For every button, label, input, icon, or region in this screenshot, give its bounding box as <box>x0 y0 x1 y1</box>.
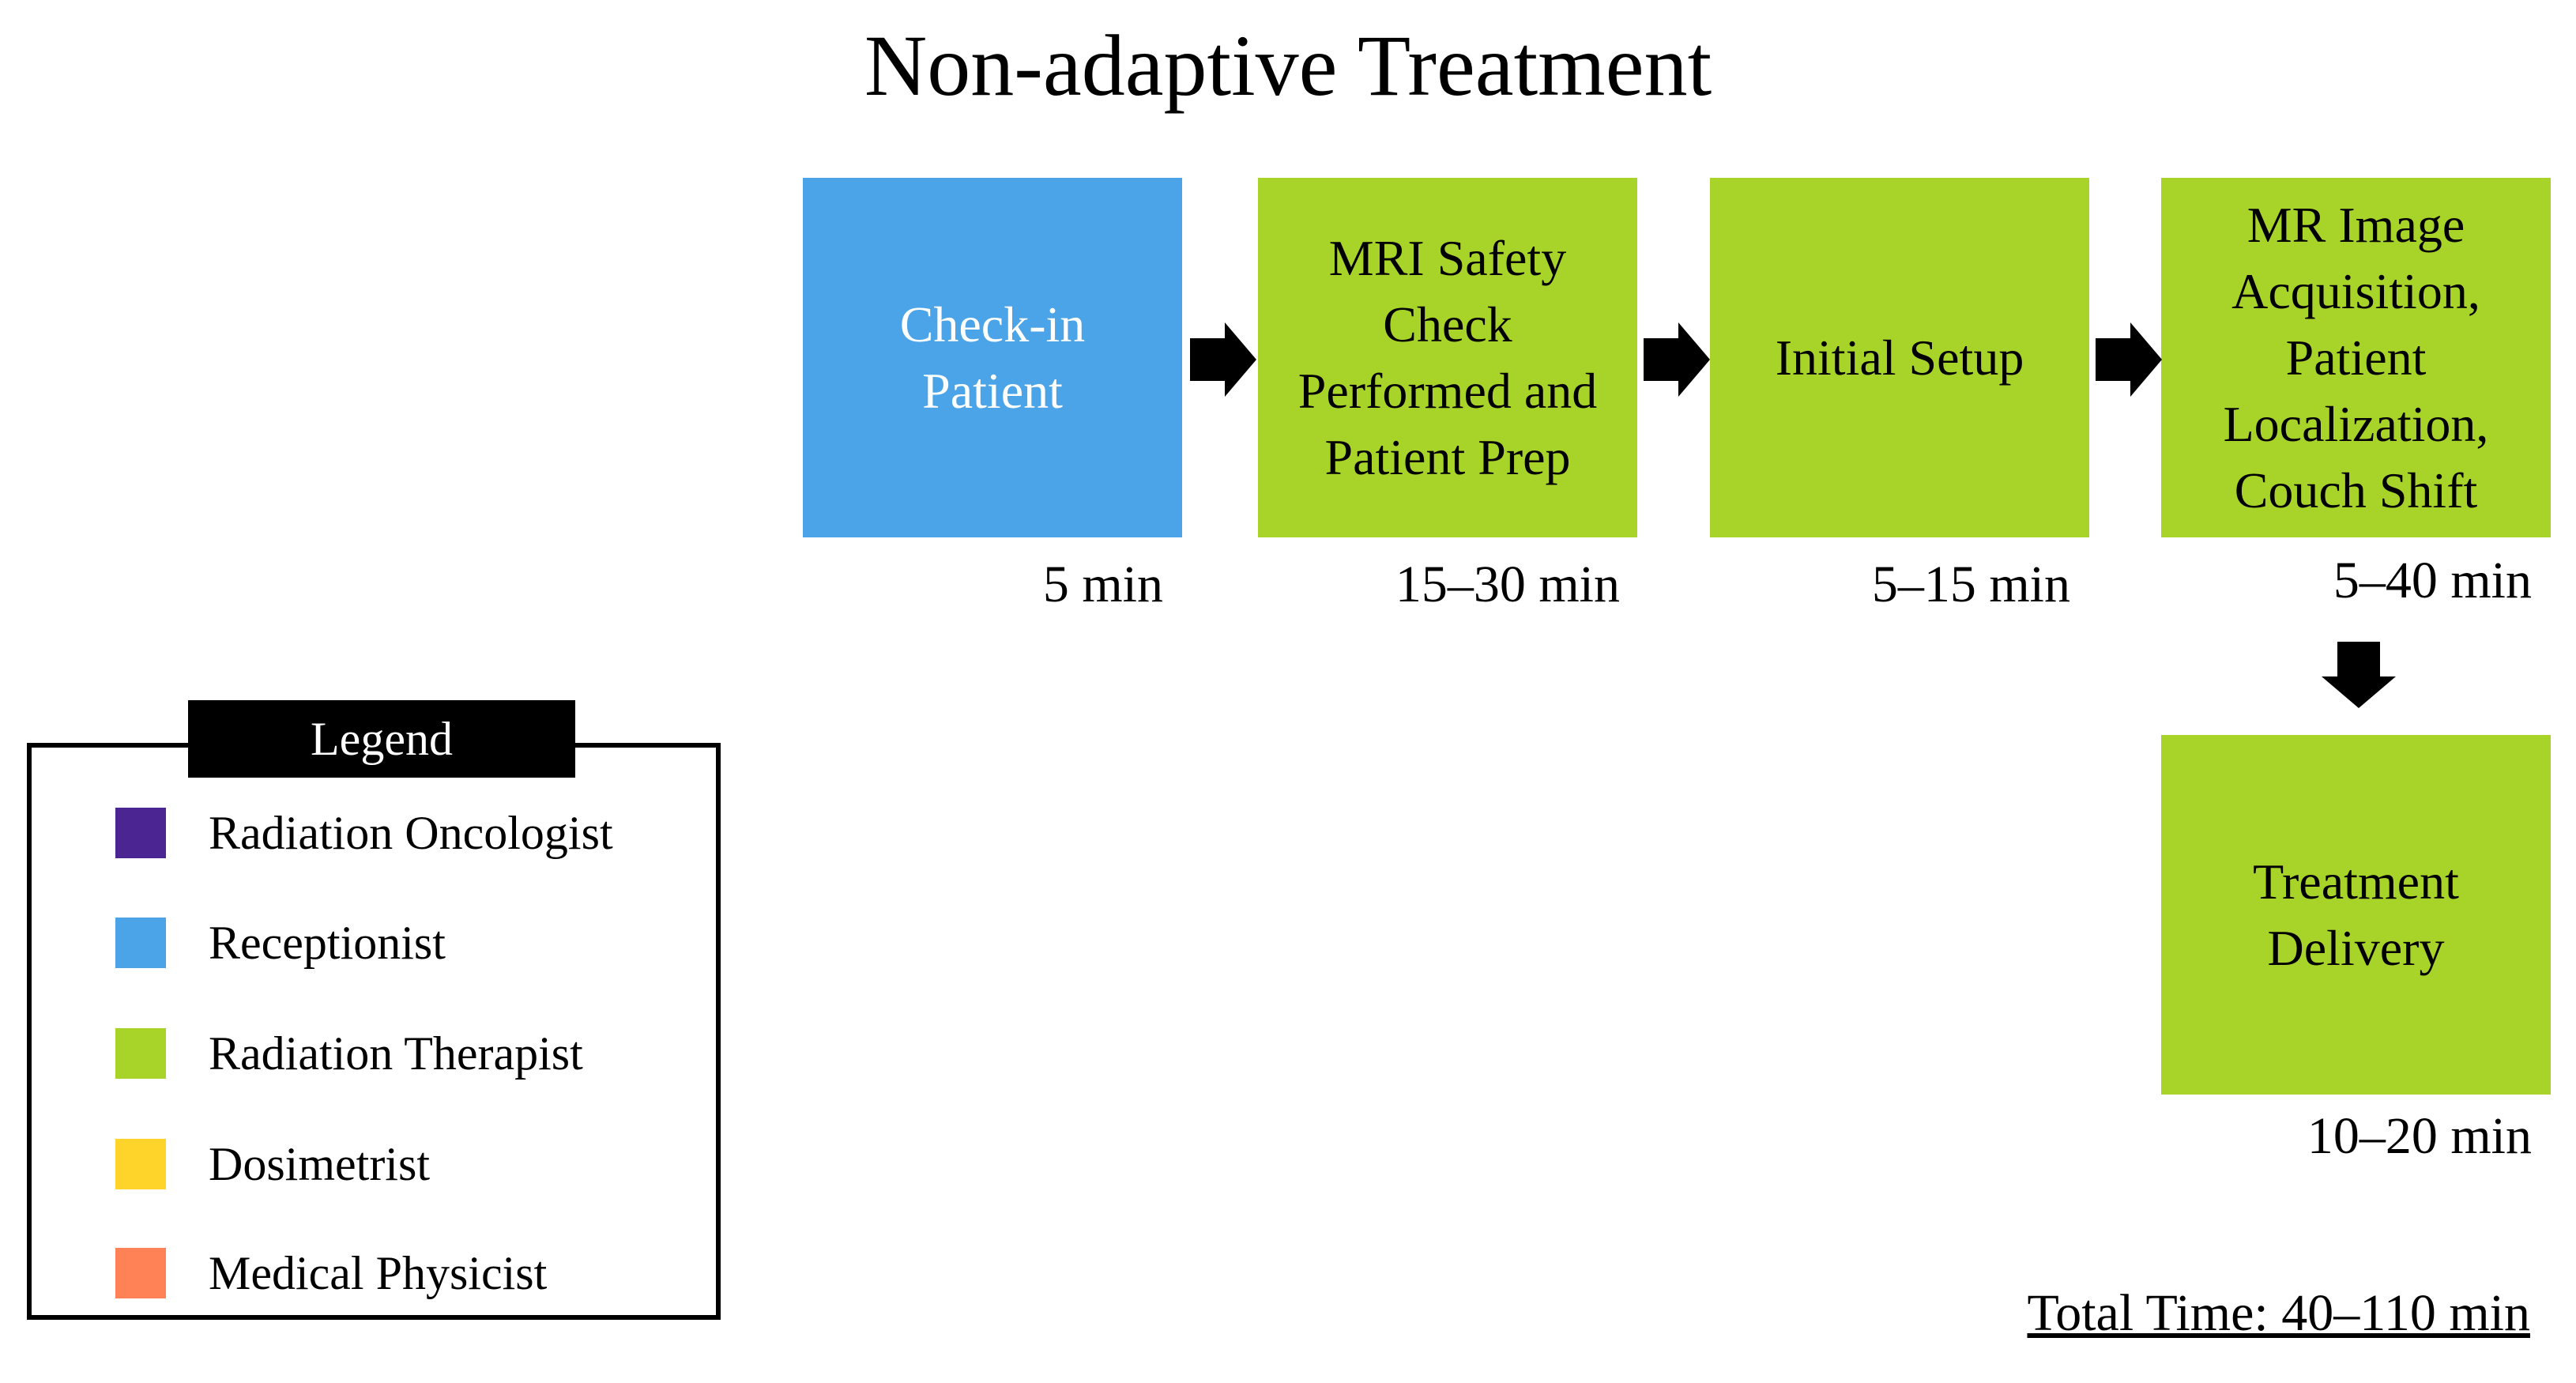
legend-label: Dosimetrist <box>209 1138 430 1190</box>
legend-label: Medical Physicist <box>209 1247 548 1299</box>
step-check-in-patient: Check-in Patient <box>803 178 1182 537</box>
step-duration: 10–20 min <box>2307 1107 2532 1165</box>
step-label: Check-in Patient <box>899 296 1086 419</box>
step-label: Treatment Delivery <box>2253 853 2459 976</box>
legend-title: Legend <box>188 700 575 778</box>
step-mri-safety-check: MRI Safety Check Performed and Patient P… <box>1258 178 1637 537</box>
page-title: Non-adaptive Treatment <box>864 17 1712 114</box>
legend-swatch <box>115 1139 166 1189</box>
step-duration: 5–15 min <box>1871 556 2070 613</box>
step-duration: 5–40 min <box>2333 552 2532 609</box>
legend-item-receptionist: Receptionist <box>115 917 446 969</box>
step-mr-image-acquisition: MR Image Acquisition, Patient Localizati… <box>2161 178 2551 537</box>
step-label: Initial Setup <box>1775 329 2024 386</box>
legend-swatch <box>115 918 166 968</box>
legend-label: Radiation Therapist <box>209 1027 583 1080</box>
step-treatment-delivery: Treatment Delivery <box>2161 735 2551 1095</box>
legend-label: Radiation Oncologist <box>209 807 613 859</box>
legend-swatch <box>115 1028 166 1079</box>
legend-item-dosimetrist: Dosimetrist <box>115 1138 430 1190</box>
step-label: MRI Safety Check Performed and Patient P… <box>1297 229 1598 485</box>
arrow-right-icon <box>1644 322 1710 397</box>
total-time: Total Time: 40–110 min <box>2027 1284 2530 1342</box>
legend-item-radiation-therapist: Radiation Therapist <box>115 1027 583 1080</box>
step-label: MR Image Acquisition, Patient Localizati… <box>2223 196 2489 518</box>
arrow-right-icon <box>2096 322 2162 397</box>
arrow-down-icon <box>2322 642 2396 708</box>
legend-item-medical-physicist: Medical Physicist <box>115 1247 547 1299</box>
step-duration: 5 min <box>1042 556 1163 613</box>
legend-label: Receptionist <box>209 917 446 969</box>
legend-item-radiation-oncologist: Radiation Oncologist <box>115 807 613 859</box>
step-initial-setup: Initial Setup <box>1710 178 2089 537</box>
legend-swatch <box>115 808 166 858</box>
arrow-right-icon <box>1190 322 1256 397</box>
step-duration: 15–30 min <box>1395 556 1620 613</box>
legend-swatch <box>115 1248 166 1298</box>
